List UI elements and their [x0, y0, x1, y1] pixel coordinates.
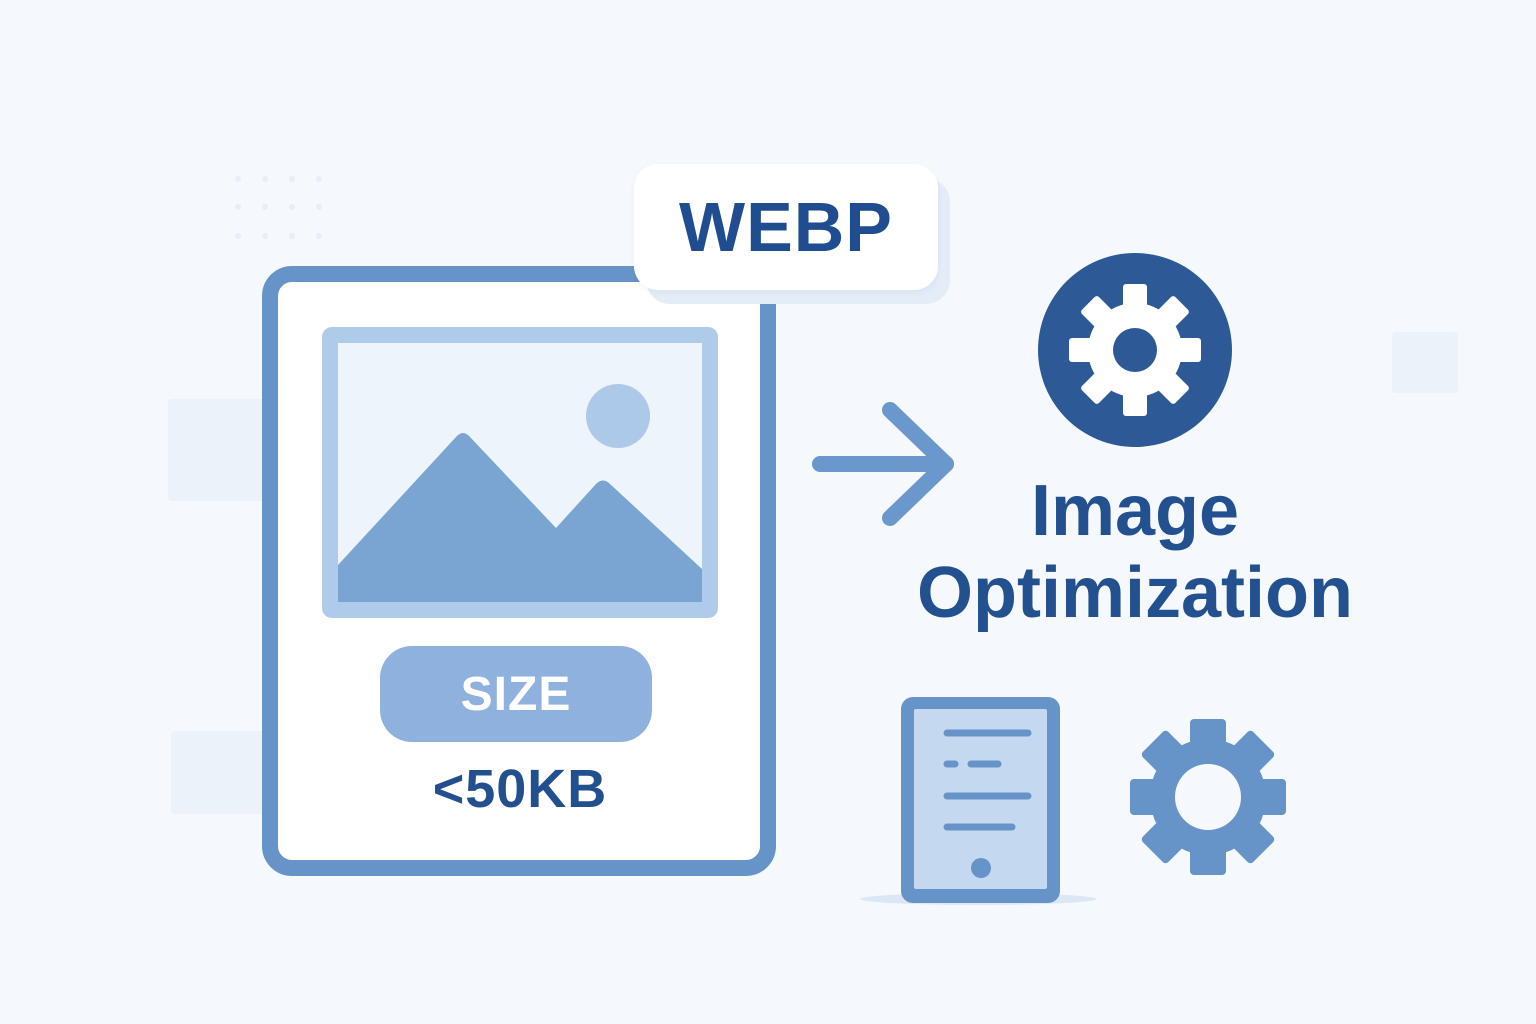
- decor-square-right: [1392, 332, 1458, 393]
- gear-icon: [1130, 719, 1286, 875]
- size-label-pill: SIZE: [380, 646, 652, 742]
- format-badge: WEBP: [634, 164, 938, 290]
- decor-square-left-bottom: [171, 731, 267, 814]
- gear-icon: [1038, 253, 1232, 447]
- title-line-1: Image: [1030, 471, 1240, 551]
- arrow-right-icon: [806, 398, 962, 530]
- page-title: Image Optimization: [880, 470, 1390, 634]
- size-value: <50KB: [432, 759, 608, 819]
- tablet-document-icon: [860, 695, 1100, 907]
- decor-square-left-top: [168, 399, 268, 501]
- size-label: SIZE: [460, 667, 572, 721]
- image-icon: [322, 327, 718, 618]
- title-line-2: Optimization: [917, 553, 1353, 633]
- format-badge-label: WEBP: [679, 188, 893, 266]
